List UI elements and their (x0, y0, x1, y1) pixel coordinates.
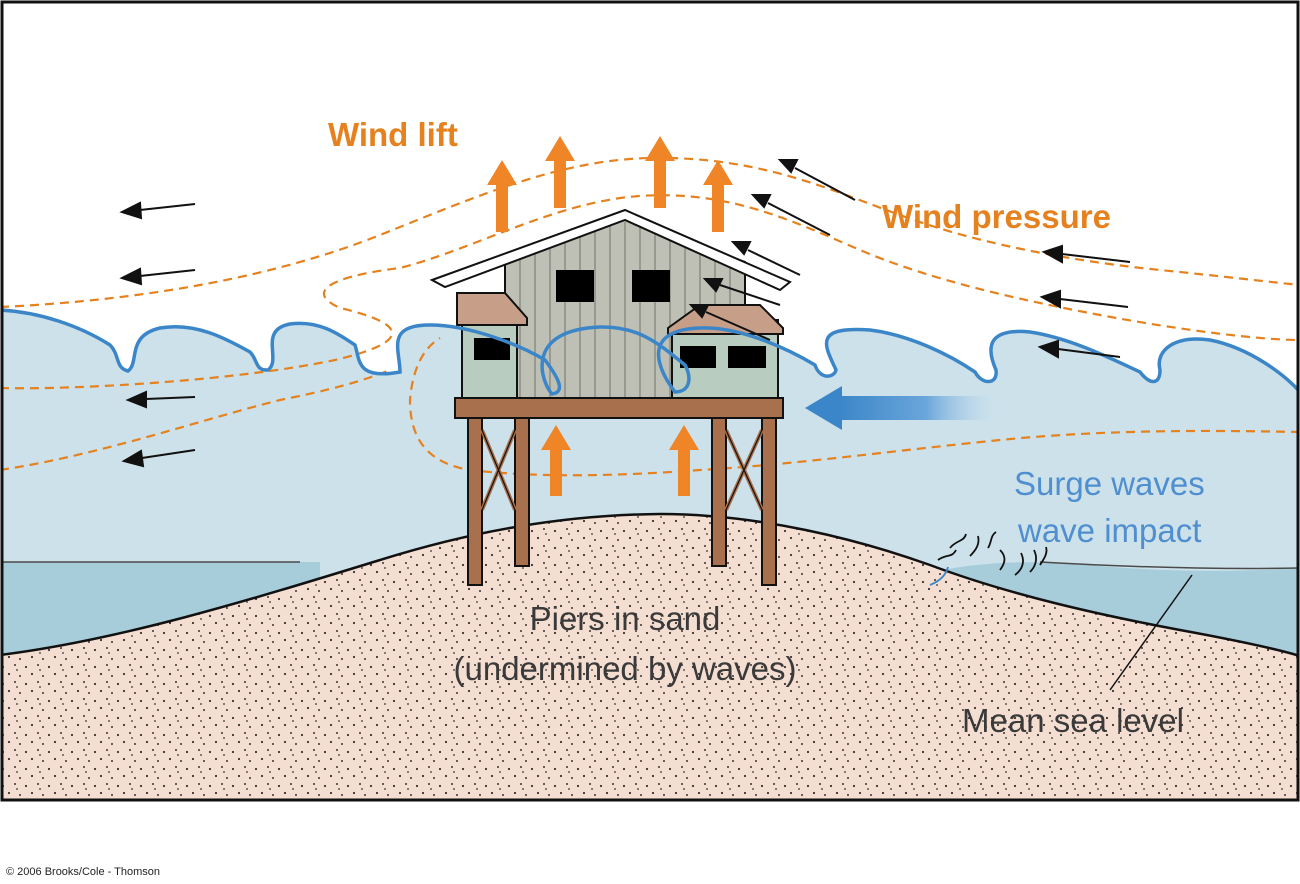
window (632, 270, 670, 302)
window (474, 338, 510, 360)
undermined-label: (undermined by waves) (454, 650, 797, 687)
figure-frame (0, 0, 1300, 802)
window (556, 270, 594, 302)
surge-arrow (805, 386, 998, 430)
mean-sea-level-leader (1109, 574, 1193, 691)
wind-lift-label: Wind lift (328, 116, 458, 153)
mean-sea-level-label: Mean sea level (962, 702, 1184, 739)
stilt-house (429, 208, 792, 586)
wind-pressure-label: Wind pressure (882, 198, 1111, 235)
main-roof (429, 208, 792, 292)
window (728, 346, 766, 368)
right-sea-surface (1039, 561, 1298, 570)
outflow-arrows (119, 201, 196, 468)
window (680, 346, 716, 368)
deck (454, 397, 784, 419)
piers-in-sand-label: Piers in sand (530, 600, 721, 637)
surge-waves-label: Surge waves (1014, 465, 1205, 502)
wind-lift-arrows (487, 136, 733, 496)
wave-impact-splash (929, 531, 1048, 586)
wave-impact-label: wave impact (1017, 512, 1201, 549)
left-annex-roof (456, 292, 528, 326)
airflow-lines (2, 156, 1298, 477)
piers (467, 397, 777, 586)
copyright-notice: © 2006 Brooks/Cole - Thomson (6, 866, 161, 878)
wind-pressure-arrows (688, 159, 1131, 359)
surge-wave-line (2, 308, 1298, 396)
